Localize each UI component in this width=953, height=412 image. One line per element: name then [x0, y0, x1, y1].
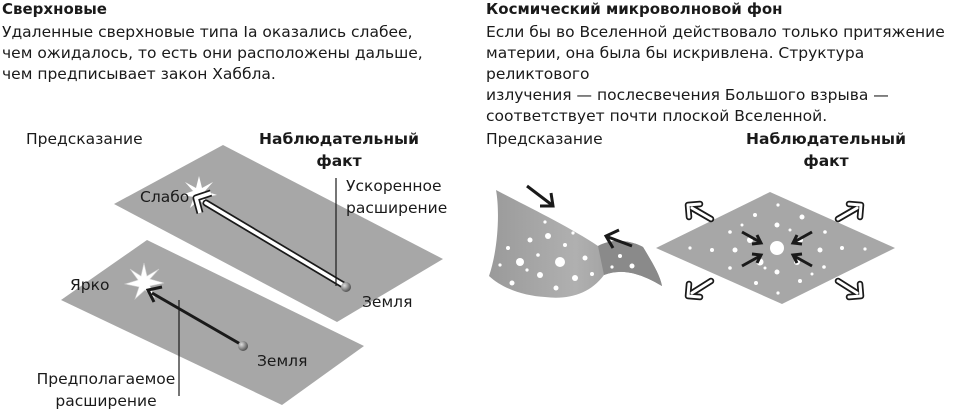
saddle-arrow-left	[526, 184, 555, 208]
accelerated-label: Ускоренное расширение	[346, 177, 448, 217]
cmb-prediction-label: Предсказание	[486, 130, 603, 148]
cmb-text: Если бы во Вселенной действовало только …	[486, 23, 945, 125]
earth-bottom-icon	[238, 341, 248, 351]
supernova-text: Удаленные сверхновые типа Ia оказались с…	[2, 23, 423, 83]
saddle-surface	[489, 190, 662, 298]
cmb-spots	[688, 203, 867, 295]
supernova-fact-label: Наблюдательный факт	[259, 130, 419, 170]
bright-label: Ярко	[70, 276, 110, 294]
faint-label: Слабо	[140, 188, 190, 206]
flat-inner-arrows	[741, 230, 813, 268]
bright-supernova-icon	[123, 262, 165, 300]
assumed-label: Предполагаемое расширение	[36, 370, 176, 410]
earth-bottom-label: Земля	[257, 352, 308, 370]
earth-top-icon	[341, 282, 351, 292]
supernova-prediction-label: Предсказание	[26, 130, 143, 148]
accelerated-arrow	[192, 189, 349, 290]
supernova-title: Сверхновые	[2, 0, 107, 18]
flat-outer-arrows	[684, 200, 865, 301]
earth-top-label: Земля	[362, 293, 413, 311]
cmb-title: Космический микроволновой фон	[486, 0, 783, 18]
assumed-arrow	[145, 285, 243, 347]
saddle-arrow-right	[603, 228, 633, 249]
cmb-fact-label: Наблюдательный факт	[746, 130, 906, 170]
